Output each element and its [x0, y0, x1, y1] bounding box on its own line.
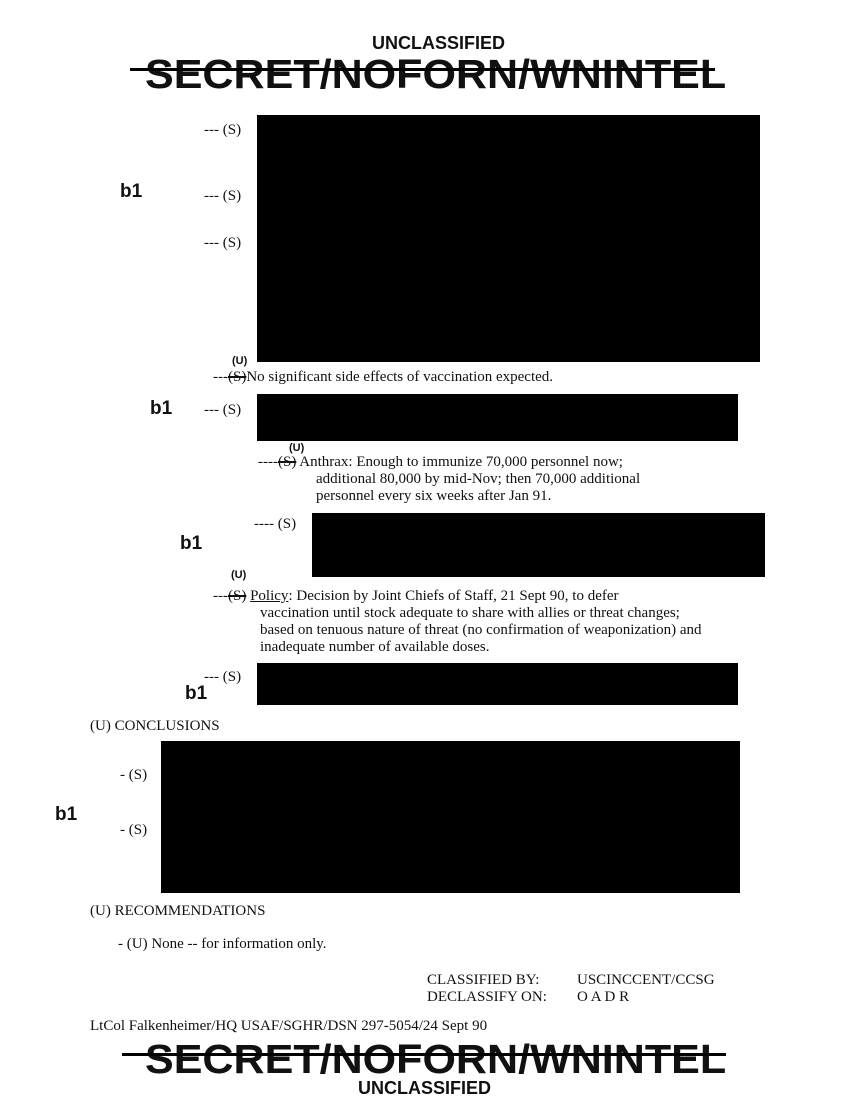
exemption-label: b1: [55, 804, 78, 825]
dash: ---: [213, 369, 228, 385]
policy-line: based on tenuous nature of threat (no co…: [260, 622, 702, 638]
side-effects-item: ---(S)No significant side effects of vac…: [213, 369, 553, 386]
top-old-classification: SECRET/NOFORN/WNINTEL: [145, 51, 727, 97]
exemption-label: b1: [120, 181, 143, 202]
exemption-label: b1: [185, 683, 208, 704]
anthrax-item: ----(S) Anthrax: Enough to immunize 70,0…: [258, 454, 623, 471]
bottom-old-classification: SECRET/NOFORN/WNINTEL: [145, 1036, 727, 1082]
bullet-marker: - (S): [120, 822, 148, 838]
reclass-marker: (U): [232, 355, 248, 367]
top-unclassified-marking: UNCLASSIFIED: [372, 33, 506, 53]
redaction-box: [161, 741, 740, 893]
policy-label: Policy: [250, 588, 289, 604]
exemption-label: b1: [150, 398, 173, 419]
declassify-label: DECLASSIFY ON:: [427, 989, 547, 1005]
classified-by-label: CLASSIFIED BY:: [427, 972, 540, 988]
item-text: : Decision by Joint Chiefs of Staff, 21 …: [288, 588, 619, 604]
classified-by-value: USCINCCENT/CCSG: [577, 972, 715, 988]
anthrax-line: additional 80,000 by mid-Nov; then 70,00…: [316, 471, 641, 487]
bullet-marker: --- (S): [204, 235, 242, 251]
exemption-label: b1: [180, 533, 203, 554]
redaction-box: [257, 115, 760, 362]
bullet-marker: --- (S): [204, 402, 242, 418]
recommendation-item: - (U) None -- for information only.: [118, 936, 327, 952]
policy-line: inadequate number of available doses.: [260, 639, 490, 655]
bottom-unclassified-marking: UNCLASSIFIED: [358, 1078, 492, 1098]
reclass-marker: (U): [231, 569, 247, 581]
bullet-marker: --- (S): [204, 669, 242, 685]
declassify-value: O A D R: [577, 989, 630, 1005]
dash: ----: [258, 454, 278, 470]
struck-marker: (S): [228, 588, 247, 604]
bullet-marker: - (S): [120, 767, 148, 783]
policy-item: ---(S) Policy: Decision by Joint Chiefs …: [213, 588, 619, 605]
bullet-marker: ---- (S): [254, 516, 297, 532]
anthrax-line: personnel every six weeks after Jan 91.: [316, 488, 552, 504]
bullet-marker: --- (S): [204, 188, 242, 204]
bullet-marker: --- (S): [204, 122, 242, 138]
dash: ---: [213, 588, 228, 604]
struck-marker: (S): [277, 454, 297, 470]
redaction-box: [312, 513, 765, 577]
conclusions-heading: (U) CONCLUSIONS: [90, 718, 220, 734]
top-strike-line: [130, 68, 715, 71]
redaction-box: [257, 394, 738, 441]
author-line: LtCol Falkenheimer/HQ USAF/SGHR/DSN 297-…: [90, 1018, 488, 1034]
redaction-box: [257, 663, 738, 705]
policy-line: vaccination until stock adequate to shar…: [260, 605, 680, 621]
reclass-marker: (U): [289, 442, 305, 454]
recommendations-heading: (U) RECOMMENDATIONS: [90, 903, 266, 919]
bottom-strike-line: [122, 1053, 726, 1056]
item-text: Anthrax: Enough to immunize 70,000 perso…: [299, 454, 623, 470]
item-text: No significant side effects of vaccinati…: [246, 369, 554, 385]
struck-marker: (S): [228, 369, 247, 385]
